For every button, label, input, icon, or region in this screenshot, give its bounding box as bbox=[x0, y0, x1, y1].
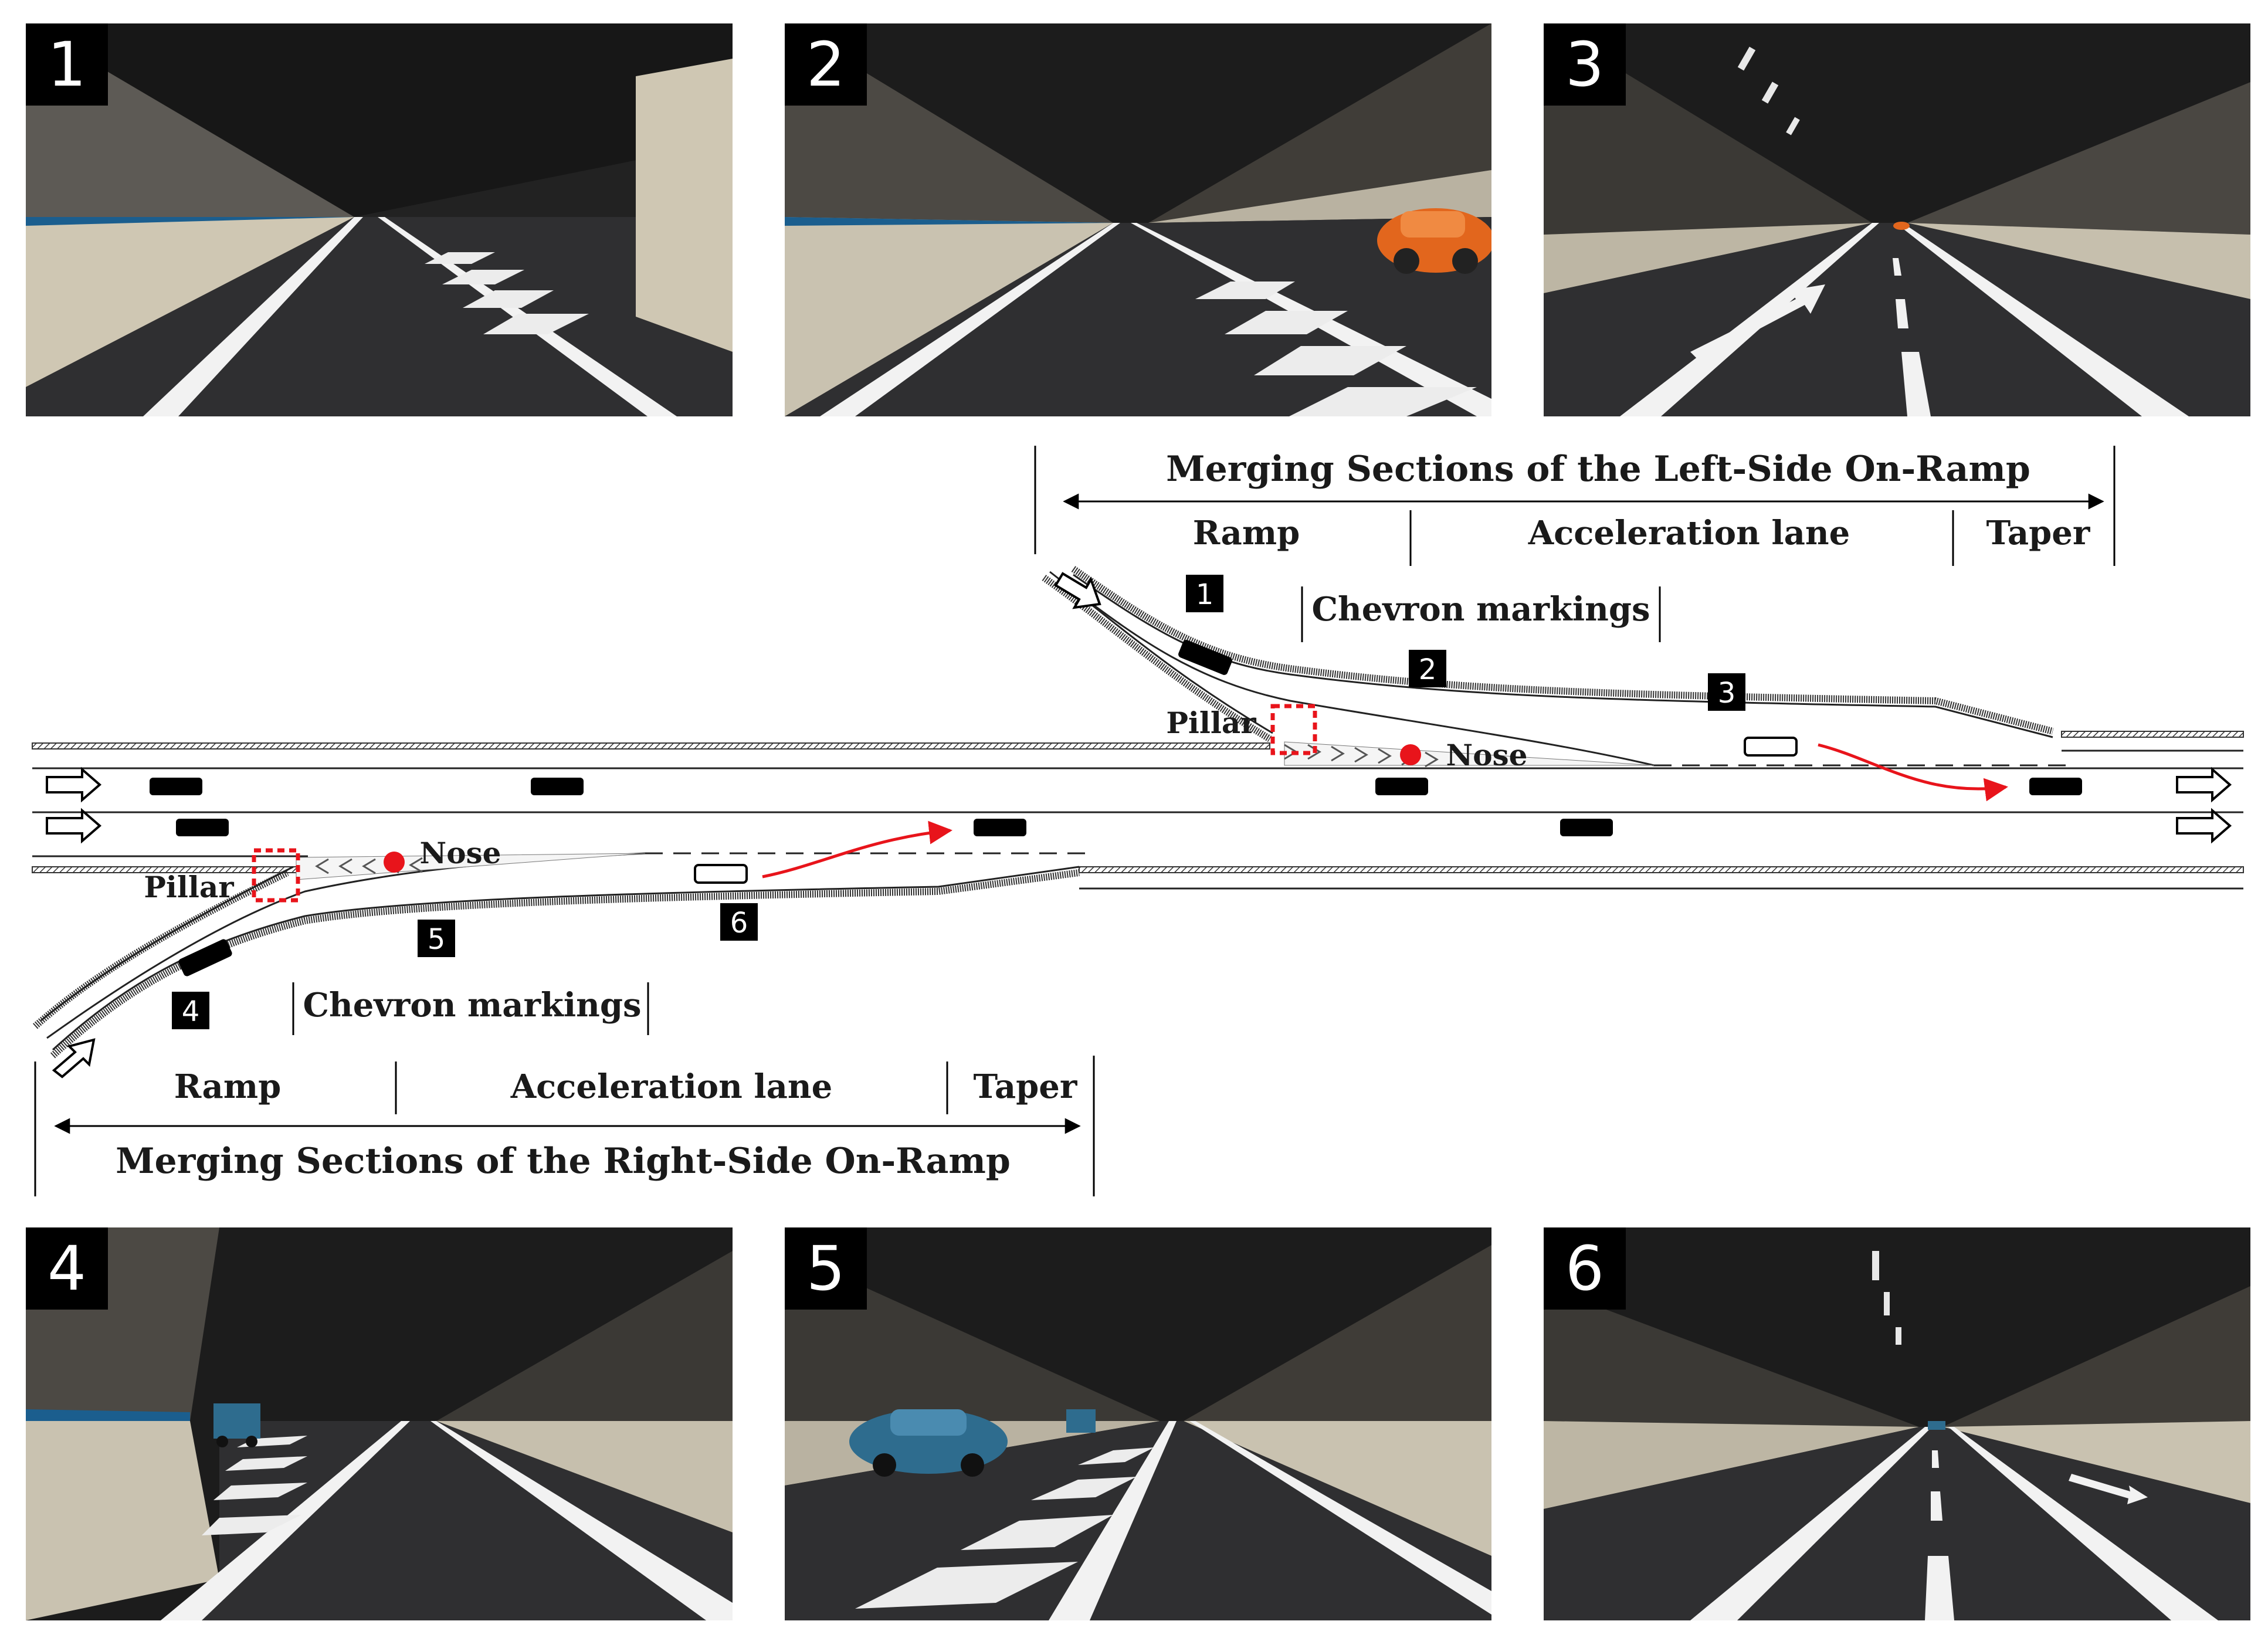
tunnel-view-2: 2 bbox=[785, 23, 1491, 416]
marker-6: 6 bbox=[730, 907, 748, 940]
marker-3: 3 bbox=[1718, 677, 1736, 710]
tunnel-view-5: 5 bbox=[785, 1227, 1491, 1620]
tunnel-view-4: 4 bbox=[26, 1227, 733, 1620]
marker-1: 1 bbox=[1196, 578, 1214, 611]
right-ramp-label: Ramp bbox=[174, 1067, 282, 1106]
tunnel-view-3: 3 bbox=[1544, 23, 2250, 416]
blue-car bbox=[849, 1409, 1008, 1477]
marker-2: 2 bbox=[1419, 653, 1437, 686]
panel-number-1: 1 bbox=[26, 23, 108, 106]
marker-4: 4 bbox=[182, 995, 200, 1028]
left-ramp-title: Merging Sections of the Left-Side On-Ram… bbox=[1166, 449, 2030, 490]
right-side-on-ramp bbox=[32, 848, 1080, 1059]
left-pillar-label: Pillar bbox=[1166, 706, 1256, 740]
marker-5: 5 bbox=[428, 923, 446, 956]
merge-path-left bbox=[1818, 743, 2008, 802]
vehicles bbox=[150, 640, 2082, 976]
tunnel-scene-2 bbox=[785, 23, 1491, 416]
mainline-lanes bbox=[32, 750, 2243, 890]
position-markers bbox=[172, 575, 1745, 1029]
right-taper-label: Taper bbox=[974, 1067, 1078, 1106]
tunnel-scene-4 bbox=[26, 1227, 733, 1620]
left-side-on-ramp bbox=[1042, 566, 2054, 768]
mainline-barriers bbox=[32, 731, 2244, 873]
tunnel-scene-1 bbox=[26, 23, 733, 416]
left-chevron-label: Chevron markings bbox=[1311, 590, 1650, 629]
panel-number-4: 4 bbox=[26, 1227, 108, 1310]
right-accel-label: Acceleration lane bbox=[510, 1067, 833, 1106]
orange-car bbox=[1377, 208, 1491, 274]
right-nose-label: Nose bbox=[419, 836, 501, 870]
tunnel-scene-6 bbox=[1544, 1227, 2250, 1620]
tunnel-view-6: 6 bbox=[1544, 1227, 2250, 1620]
merging-vehicle-right bbox=[694, 864, 748, 884]
merging-vehicle-left bbox=[1744, 737, 1798, 757]
tunnel-scene-3 bbox=[1544, 23, 2250, 416]
right-pillar-label: Pillar bbox=[144, 870, 234, 904]
right-chevron-label: Chevron markings bbox=[303, 986, 641, 1025]
merging-sections-diagram: 1 2 3 4 5 6 Merging Sections of the Left… bbox=[32, 446, 2244, 1196]
left-taper-label: Taper bbox=[1986, 514, 2091, 552]
right-ramp-title: Merging Sections of the Right-Side On-Ra… bbox=[116, 1141, 1011, 1182]
tunnel-scene-5 bbox=[785, 1227, 1491, 1620]
panel-number-6: 6 bbox=[1544, 1227, 1626, 1310]
left-nose-label: Nose bbox=[1446, 738, 1527, 772]
panel-number-5: 5 bbox=[785, 1227, 867, 1310]
left-accel-label: Acceleration lane bbox=[1528, 514, 1850, 552]
panel-number-3: 3 bbox=[1544, 23, 1626, 106]
traffic-direction-arrows bbox=[46, 572, 2232, 1079]
merge-path-right bbox=[762, 820, 952, 879]
blue-truck bbox=[213, 1403, 260, 1447]
right-section-dividers bbox=[34, 982, 1095, 1196]
left-ramp-label: Ramp bbox=[1193, 514, 1300, 552]
left-section-dividers bbox=[1034, 446, 2116, 642]
tunnel-view-1: 1 bbox=[26, 23, 733, 416]
panel-number-2: 2 bbox=[785, 23, 867, 106]
